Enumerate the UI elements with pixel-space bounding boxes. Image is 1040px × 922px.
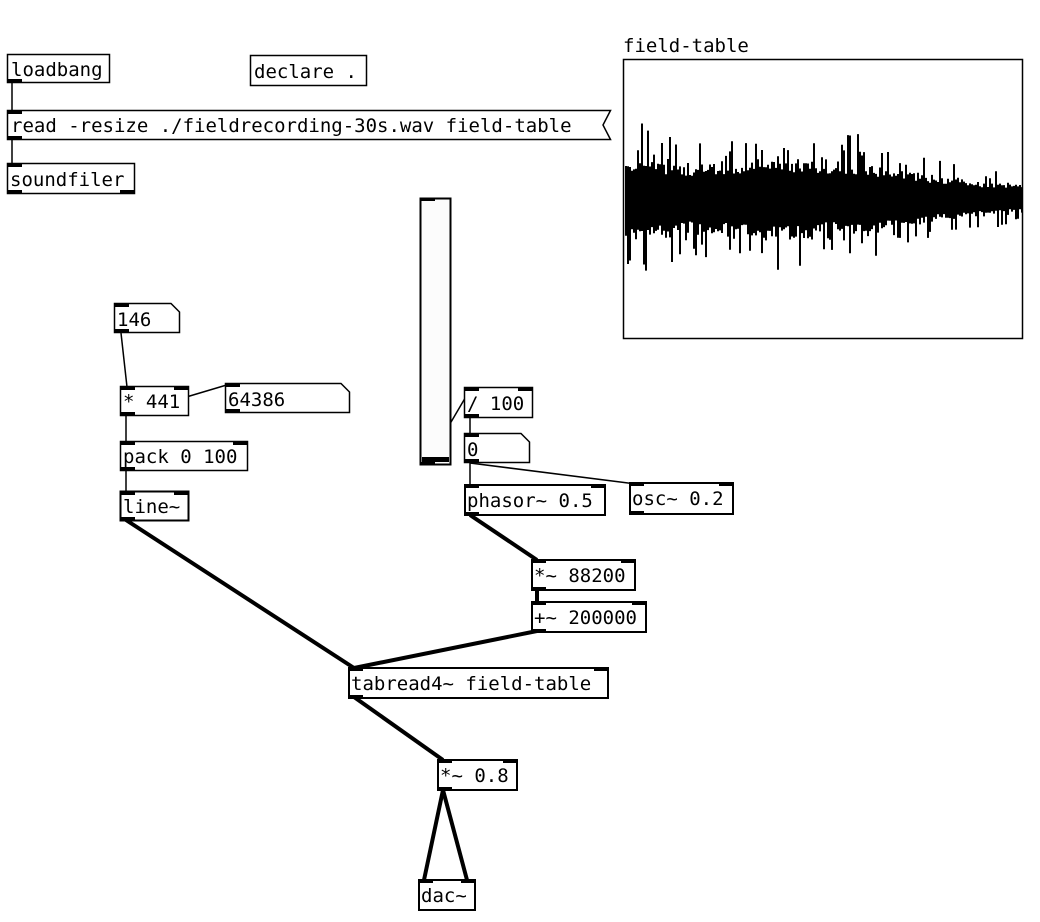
outlet[interactable] (464, 512, 479, 516)
object-osc[interactable]: osc~ 0.2 (629, 482, 734, 515)
object-dac[interactable]: dac~ (418, 879, 476, 911)
inlet[interactable] (225, 383, 240, 387)
vertical-slider[interactable] (419, 197, 452, 466)
outlet[interactable] (531, 629, 546, 633)
object-text: loadbang (11, 59, 103, 81)
inlet[interactable] (464, 433, 479, 437)
waveform-path (625, 123, 1023, 271)
object-text: tabread4~ field-table (351, 673, 591, 695)
inlet[interactable] (418, 879, 433, 883)
connections (11, 83, 637, 881)
outlet[interactable] (437, 787, 452, 791)
object-text: * 441 (123, 391, 180, 413)
number-box-146[interactable]: 146 (113, 302, 181, 334)
outlet[interactable] (120, 412, 135, 416)
inlet[interactable] (464, 387, 479, 391)
inlet[interactable] (531, 601, 546, 605)
inlet[interactable] (629, 482, 644, 486)
object-text: *~ 88200 (534, 565, 626, 587)
inlet[interactable] (233, 441, 248, 445)
inlet[interactable] (461, 879, 476, 883)
outlet[interactable] (120, 467, 135, 471)
inlet[interactable] (518, 387, 533, 391)
object-text: declare . (254, 61, 357, 83)
message-text: read -resize ./fieldrecording-30s.wav fi… (11, 115, 572, 137)
number-value: 0 (467, 439, 478, 461)
signal-connection (441, 789, 469, 881)
inlet[interactable] (174, 491, 189, 495)
object-text: *~ 0.8 (440, 765, 509, 787)
inlet[interactable] (348, 667, 363, 671)
connection (120, 332, 128, 388)
inlet[interactable] (120, 441, 135, 445)
object-text: line~ (123, 496, 180, 518)
inlet[interactable] (621, 559, 636, 563)
object-text: +~ 200000 (534, 607, 637, 629)
outlet[interactable] (225, 409, 240, 413)
inlet[interactable] (591, 484, 606, 488)
number-value: 64386 (228, 389, 285, 411)
inlet[interactable] (420, 198, 435, 201)
object-add-200000[interactable]: +~ 200000 (531, 601, 647, 633)
signal-connection (468, 513, 539, 562)
object-multiply-0.8[interactable]: *~ 0.8 (437, 759, 518, 791)
inlet[interactable] (437, 759, 452, 763)
number-value: 146 (117, 309, 151, 331)
array-waveform (625, 123, 1023, 271)
number-box-0[interactable]: 0 (463, 432, 531, 464)
outlet[interactable] (464, 459, 479, 463)
inlet[interactable] (7, 110, 22, 114)
outlet[interactable] (114, 329, 129, 333)
connection (469, 462, 637, 485)
outlet[interactable] (464, 414, 479, 418)
object-phasor[interactable]: phasor~ 0.5 (464, 484, 606, 516)
object-text: / 100 (467, 393, 524, 415)
inlet[interactable] (120, 386, 135, 390)
signal-connection (352, 695, 445, 762)
outlet[interactable] (7, 79, 22, 83)
inlet[interactable] (464, 484, 479, 488)
object-multiply-88200[interactable]: *~ 88200 (531, 559, 636, 591)
inlet[interactable] (719, 482, 734, 486)
object-tabread4[interactable]: tabread4~ field-table (348, 667, 609, 699)
object-text: osc~ 0.2 (632, 488, 724, 510)
inlet[interactable] (174, 386, 189, 390)
object-text: dac~ (421, 885, 467, 907)
inlet[interactable] (531, 559, 546, 563)
object-pack[interactable]: pack 0 100 (119, 440, 249, 472)
inlet[interactable] (120, 491, 135, 495)
outlet[interactable] (7, 190, 22, 194)
object-text: phasor~ 0.5 (467, 490, 593, 512)
array-name: field-table (623, 35, 749, 57)
inlet[interactable] (594, 667, 609, 671)
outlet[interactable] (531, 587, 546, 591)
object-text: pack 0 100 (123, 446, 237, 468)
object-text: soundfiler (10, 169, 124, 191)
outlet[interactable] (629, 511, 644, 515)
inlet[interactable] (7, 163, 22, 167)
outlet[interactable] (7, 136, 22, 140)
inlet[interactable] (114, 303, 129, 307)
outlet[interactable] (348, 695, 363, 699)
outlet[interactable] (420, 462, 435, 465)
object-multiply-441[interactable]: * 441 (119, 385, 190, 417)
signal-connection (422, 789, 445, 881)
number-box-64386[interactable]: 64386 (224, 382, 351, 414)
array-field-table[interactable]: field-table (622, 35, 1024, 340)
object-soundfiler[interactable]: soundfiler (6, 162, 136, 195)
inlet[interactable] (632, 601, 647, 605)
object-divide-100[interactable]: / 100 (463, 386, 534, 419)
object-loadbang[interactable]: loadbang (6, 53, 111, 84)
outlet[interactable] (120, 190, 135, 194)
object-declare[interactable]: declare . (249, 54, 368, 87)
message-read[interactable]: read -resize ./fieldrecording-30s.wav fi… (6, 109, 612, 141)
outlet[interactable] (120, 517, 135, 521)
slider-knob[interactable] (422, 457, 449, 462)
signal-connection (124, 518, 356, 670)
inlet[interactable] (503, 759, 518, 763)
signal-connection (353, 629, 538, 670)
object-line-signal[interactable]: line~ (119, 490, 190, 522)
